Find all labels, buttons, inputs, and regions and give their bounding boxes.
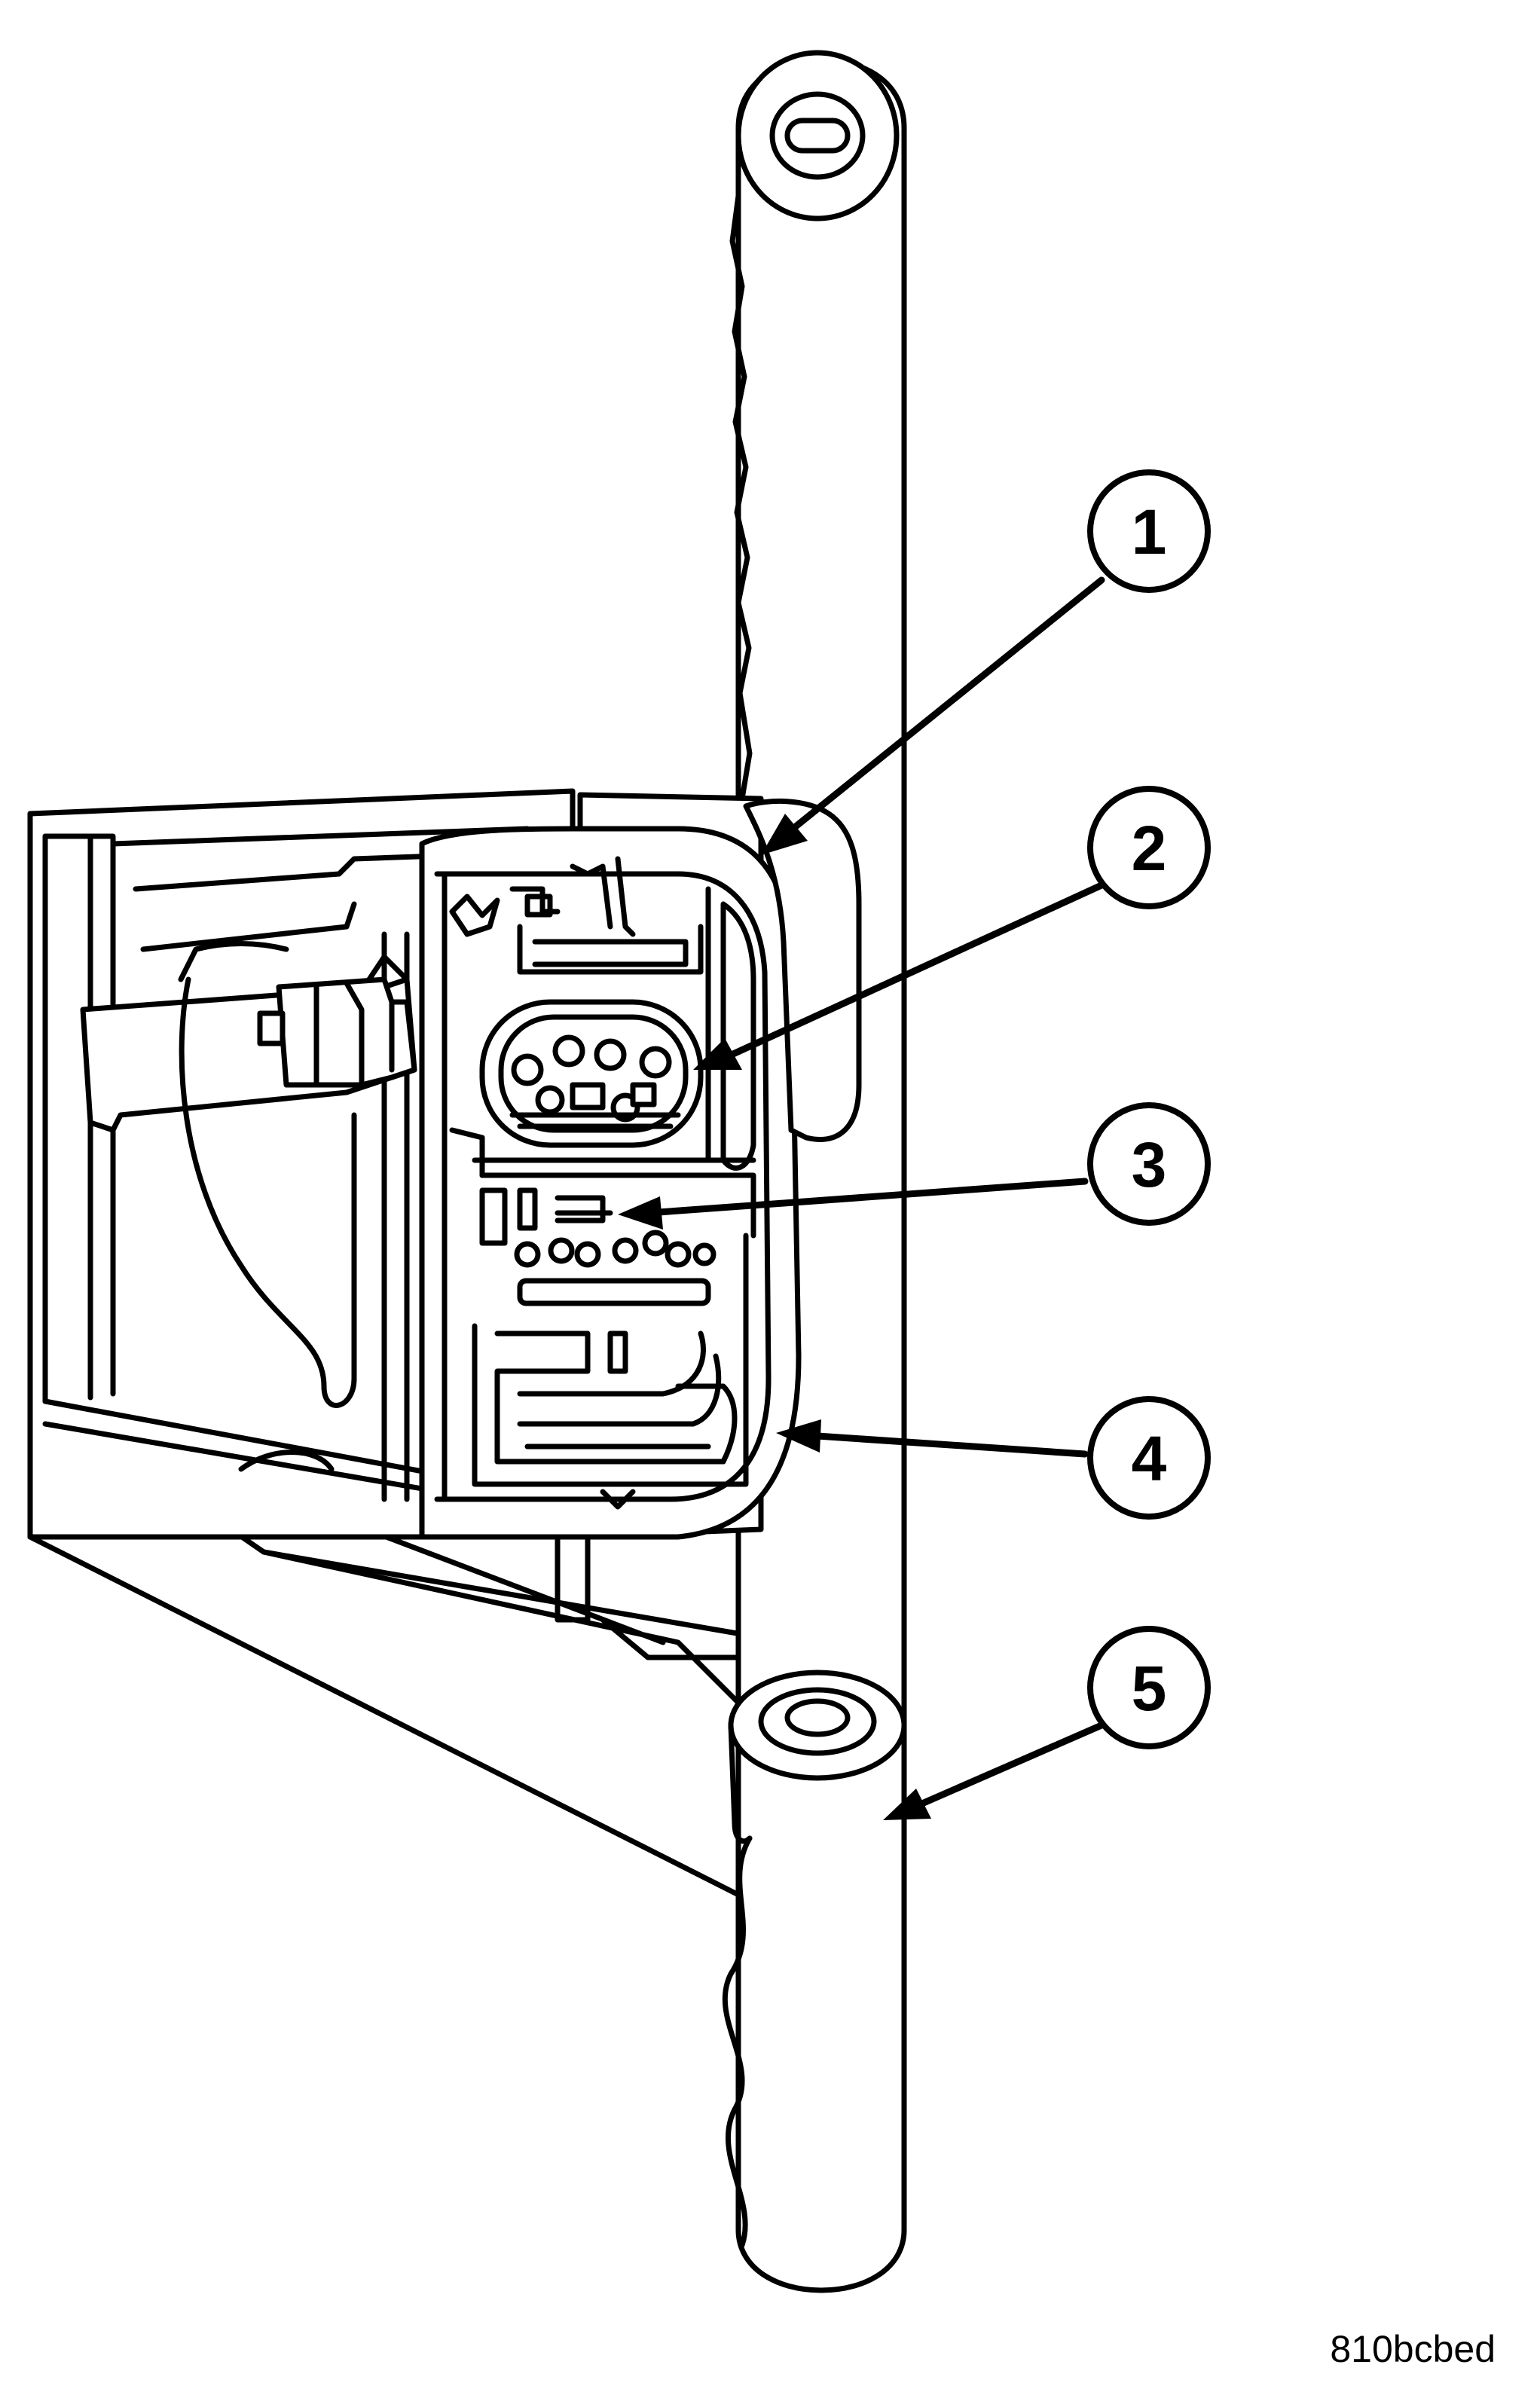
callout-number: 2: [1132, 813, 1167, 884]
leader-2: [720, 881, 1105, 1062]
arrowhead-1: [761, 814, 808, 855]
callout-circle: [1087, 469, 1211, 593]
callout-circle: [1087, 1102, 1211, 1226]
callout-3: 3: [1087, 1102, 1211, 1226]
lower-bushing: [728, 1670, 907, 1844]
arrowhead-5: [883, 1789, 931, 1820]
callout-number: 1: [1132, 496, 1167, 567]
callout-number: 4: [1132, 1423, 1167, 1494]
leader-5: [908, 1721, 1105, 1812]
leader-1: [780, 576, 1105, 840]
callout-circle: [1087, 1626, 1211, 1749]
callout-2: 2: [1087, 786, 1211, 909]
arrowhead-4: [776, 1419, 821, 1453]
callout-5: 5: [1087, 1626, 1211, 1749]
connector-receptacle: [479, 999, 704, 1148]
arrowhead-2: [693, 1038, 742, 1070]
figure-id: 810bcbed: [1330, 2328, 1496, 2370]
leader-3: [644, 1178, 1089, 1217]
motor-housing: [419, 826, 802, 1540]
mounting-bracket: [178, 941, 357, 1472]
callout-circle: [1087, 786, 1211, 909]
callout-number: 3: [1132, 1129, 1167, 1200]
leader-4: [802, 1431, 1089, 1458]
callout-number: 5: [1132, 1653, 1167, 1724]
callout-4: 4: [1087, 1396, 1211, 1520]
wiring-connector-plug: [80, 954, 417, 1133]
top-mount-eye: [735, 50, 900, 221]
arrowhead-3: [618, 1196, 663, 1230]
callout-1: 1: [1087, 469, 1211, 593]
leader-lines: [618, 576, 1105, 1820]
callout-circle: [1087, 1396, 1211, 1520]
